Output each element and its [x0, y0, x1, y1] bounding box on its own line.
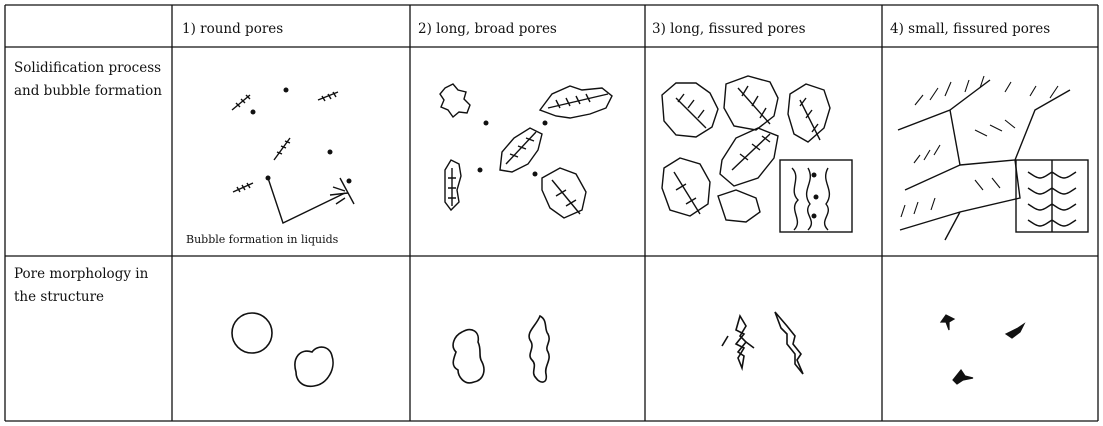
column-header-small-fissured-pores: 4) small, fissured pores	[890, 18, 1050, 41]
fissured-pores-morphology	[722, 312, 803, 374]
column-header-long-fissured-pores: 3) long, fissured pores	[652, 18, 806, 41]
column-header-round-pores: 1) round pores	[182, 18, 283, 41]
column-header-long-broad-pores: 2) long, broad pores	[418, 18, 557, 41]
round-pores-morphology	[232, 313, 333, 386]
small-fissured-pores-morphology	[941, 315, 1024, 384]
table-grid	[5, 5, 1098, 421]
row-label-pore-morphology: Pore morphology in the structure	[14, 263, 154, 309]
row-label-solidification: Solidification process and bubble format…	[14, 57, 166, 103]
broad-pores-solidification-sketch	[440, 84, 612, 218]
bubble-formation-caption: Bubble formation in liquids	[186, 228, 338, 251]
small-fissured-pores-solidification-sketch	[898, 76, 1088, 240]
dendrite-sketch	[232, 92, 354, 204]
round-pores-solidification-sketch	[232, 88, 354, 224]
fissured-pores-solidification-sketch	[662, 76, 852, 232]
broad-pores-morphology	[453, 316, 549, 383]
